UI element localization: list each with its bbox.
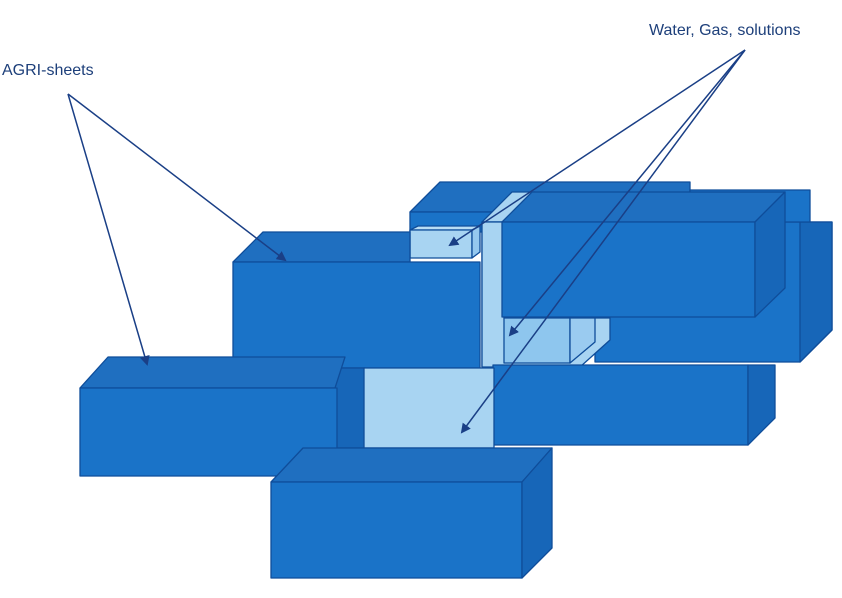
- arrow-water-3: [460, 49, 746, 434]
- water-channel-vertical: [481, 191, 611, 368]
- water-gas-solutions-label: Water, Gas, solutions: [649, 22, 801, 39]
- water-channel-small: [409, 225, 481, 259]
- water-channel-lower: [334, 367, 495, 449]
- sheet-middle-right: [492, 364, 776, 446]
- sheet-upper-right: [501, 191, 786, 318]
- arrow-agri-2: [67, 93, 150, 366]
- sheet-upper-left: [232, 231, 481, 369]
- arrow-water-1: [448, 49, 746, 247]
- sheet-bottom-front: [270, 447, 553, 579]
- arrow-agri-1: [67, 93, 287, 262]
- arrow-water-2: [508, 49, 746, 337]
- agri-sheets-label: AGRI-sheets: [2, 62, 94, 79]
